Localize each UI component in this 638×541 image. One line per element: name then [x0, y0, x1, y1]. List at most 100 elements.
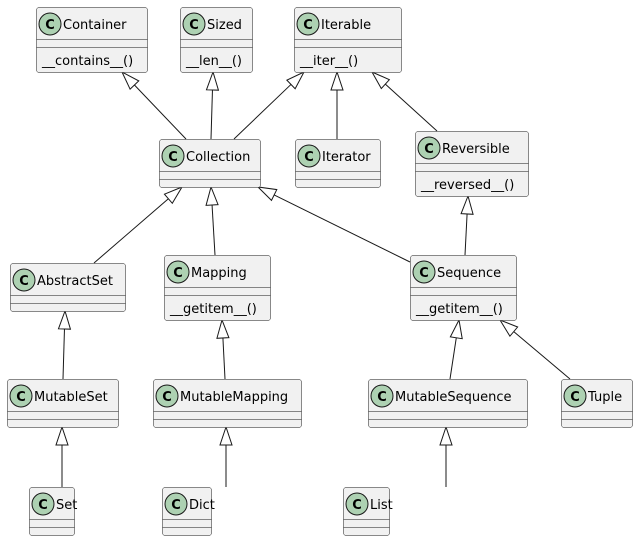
class-mapping[interactable]: C Mapping __getitem__(): [164, 255, 271, 321]
class-badge-icon: [563, 384, 587, 408]
inheritance-edge-collection-to-container: [120, 70, 187, 140]
generalization-arrowhead: [57, 309, 72, 330]
inheritance-edge-set-to-mutableset: [55, 425, 69, 487]
class-badge-letter: C: [189, 18, 199, 33]
class-box: [7, 379, 119, 428]
class-box: [410, 255, 517, 321]
inheritance-edge-sequence-to-collection: [256, 186, 411, 263]
class-container[interactable]: C Container __contains__(): [36, 7, 148, 73]
class-mutableset[interactable]: C MutableSet: [7, 379, 119, 428]
class-method: __contains__(): [41, 54, 133, 69]
class-name: Tuple: [587, 390, 622, 405]
class-badge-icon: [38, 12, 62, 36]
class-badge-letter: C: [303, 18, 313, 33]
class-name: List: [370, 498, 393, 513]
edge-line: [134, 84, 187, 140]
class-box: [10, 263, 126, 312]
class-set[interactable]: C Set: [29, 487, 78, 536]
generalization-arrowhead: [460, 194, 474, 215]
class-badge-icon: [412, 260, 436, 284]
generalization-arrowhead: [163, 185, 184, 205]
class-badge-letter: C: [419, 266, 429, 281]
class-name: MutableMapping: [180, 390, 288, 405]
class-box: [36, 7, 148, 73]
class-name: Collection: [186, 150, 250, 165]
class-box: [159, 139, 261, 188]
generalization-arrowhead: [370, 70, 391, 90]
class-method: __getitem__(): [169, 302, 257, 317]
class-name: Mapping: [191, 266, 247, 281]
class-mutablemapping[interactable]: C MutableMapping: [153, 379, 302, 428]
class-badge-icon: [155, 384, 179, 408]
class-name: MutableSet: [34, 390, 108, 405]
class-name: AbstractSet: [37, 274, 113, 289]
class-name: Container: [63, 18, 127, 33]
class-badge-icon: [12, 268, 36, 292]
class-badge-letter: C: [162, 390, 172, 405]
class-badge-letter: C: [570, 390, 580, 405]
edge-line: [449, 337, 457, 380]
edge-line: [93, 198, 169, 264]
class-method: __len__(): [185, 54, 242, 69]
class-name: Iterable: [321, 18, 371, 33]
generalization-arrowhead: [439, 425, 453, 446]
edge-line: [273, 194, 411, 263]
class-method: __iter__(): [299, 54, 358, 69]
class-name: MutableSequence: [395, 390, 512, 405]
generalization-arrowhead: [256, 186, 278, 202]
class-box: [368, 379, 528, 428]
generalization-arrowhead: [205, 185, 219, 206]
class-name: Dict: [189, 498, 215, 513]
inheritance-edge-sequence-to-reversible: [460, 194, 474, 256]
class-box: [153, 379, 302, 428]
class-badge-icon: [164, 492, 188, 516]
edge-line: [222, 337, 226, 380]
inheritance-edge-reversible-to-iterable: [370, 70, 438, 132]
class-name: Set: [56, 498, 77, 513]
inheritance-edge-mapping-to-collection: [205, 185, 219, 256]
inheritance-edge-collection-to-sized: [205, 70, 220, 140]
class-name: Reversible: [442, 142, 510, 157]
edge-line: [211, 204, 216, 256]
class-tuple[interactable]: C Tuple: [561, 379, 633, 428]
class-badge-letter: C: [377, 390, 387, 405]
class-mutablesequence[interactable]: C MutableSequence: [368, 379, 528, 428]
generalization-arrowhead: [498, 318, 519, 338]
inheritance-edge-abstractset-to-collection: [93, 185, 184, 264]
class-iterable[interactable]: C Iterable __iter__(): [294, 7, 402, 73]
class-method: __reversed__(): [420, 178, 514, 193]
edge-line: [210, 89, 213, 140]
class-badge-letter: C: [45, 18, 55, 33]
class-badge-letter: C: [173, 266, 183, 281]
generalization-arrowhead: [286, 70, 306, 90]
generalization-arrowhead: [55, 425, 69, 446]
class-badge-icon: [297, 144, 321, 168]
edge-line: [62, 328, 65, 380]
generalization-arrowhead: [449, 318, 463, 340]
class-name: Sequence: [437, 266, 501, 281]
class-badge-icon: [161, 144, 185, 168]
inheritance-edge-collection-to-iterable: [233, 70, 306, 140]
class-badge-icon: [9, 384, 33, 408]
edge-line: [233, 84, 292, 140]
class-badge-icon: [182, 12, 206, 36]
inheritance-edge-list-to-mutablesequence: [439, 425, 453, 487]
class-badge-letter: C: [16, 390, 26, 405]
generalization-arrowhead: [330, 70, 344, 91]
class-badge-letter: C: [38, 498, 48, 513]
edge-line: [464, 213, 468, 256]
class-badge-icon: [296, 12, 320, 36]
edge-line: [513, 331, 571, 380]
generalization-arrowhead: [120, 70, 140, 91]
generalization-arrowhead: [205, 70, 220, 91]
